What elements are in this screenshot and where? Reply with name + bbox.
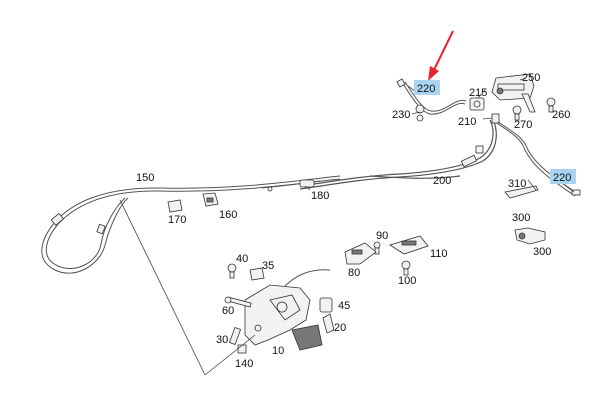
callout-30[interactable]: 30 bbox=[216, 334, 228, 346]
callout-250[interactable]: 250 bbox=[522, 72, 540, 84]
part-215 bbox=[469, 97, 485, 111]
callout-300-upper[interactable]: 300 bbox=[512, 212, 530, 224]
part-230 bbox=[415, 104, 425, 122]
cable-end-180 bbox=[267, 186, 273, 192]
bracket-250 bbox=[491, 73, 536, 113]
callout-170[interactable]: 170 bbox=[168, 214, 186, 226]
part-270 bbox=[512, 105, 522, 121]
cable-220-right bbox=[492, 119, 581, 197]
highlight-box-220-upper bbox=[414, 80, 440, 95]
part-100 bbox=[401, 260, 411, 276]
part-45 bbox=[319, 297, 333, 313]
callout-10[interactable]: 10 bbox=[272, 345, 284, 357]
callout-110[interactable]: 110 bbox=[430, 248, 448, 260]
callout-80[interactable]: 80 bbox=[348, 267, 360, 279]
cable-sleeve-150 bbox=[50, 212, 64, 226]
callout-150[interactable]: 150 bbox=[136, 172, 154, 184]
callout-220-right[interactable]: 220 bbox=[553, 172, 571, 184]
cable-end-220-upper bbox=[396, 78, 406, 88]
callout-215[interactable]: 215 bbox=[469, 87, 487, 99]
callout-200[interactable]: 200 bbox=[433, 175, 451, 187]
bracket-slot-250 bbox=[497, 83, 525, 91]
callout-100[interactable]: 100 bbox=[398, 275, 416, 287]
part-260 bbox=[546, 97, 556, 113]
part-110 bbox=[389, 235, 429, 255]
callout-310[interactable]: 310 bbox=[508, 178, 526, 190]
part-30 bbox=[228, 326, 242, 346]
callout-40[interactable]: 40 bbox=[236, 253, 248, 265]
part-140 bbox=[237, 344, 247, 354]
part-160 bbox=[202, 192, 219, 207]
part-40 bbox=[227, 263, 237, 279]
callout-20[interactable]: 20 bbox=[334, 322, 346, 334]
parking-brake-pedal-assembly bbox=[244, 269, 331, 351]
callout-270[interactable]: 270 bbox=[514, 119, 532, 131]
part-310 bbox=[504, 179, 539, 199]
callout-60[interactable]: 60 bbox=[222, 305, 234, 317]
callout-140[interactable]: 140 bbox=[235, 358, 253, 370]
callout-260[interactable]: 260 bbox=[552, 109, 570, 121]
part-20 bbox=[322, 313, 335, 334]
part-80 bbox=[344, 242, 377, 265]
cable-180 bbox=[261, 179, 321, 192]
callout-210[interactable]: 210 bbox=[458, 116, 476, 128]
callout-90[interactable]: 90 bbox=[376, 230, 388, 242]
callout-45[interactable]: 45 bbox=[338, 300, 350, 312]
highlight-box-220-right bbox=[550, 169, 576, 184]
cable-sleeve-200 bbox=[475, 145, 484, 154]
callout-180[interactable]: 180 bbox=[311, 190, 329, 202]
callout-220-upper[interactable]: 220 bbox=[417, 83, 435, 95]
cable-clip-150 bbox=[96, 223, 106, 235]
cable-200 bbox=[299, 119, 497, 190]
leader-line-150 bbox=[119, 199, 256, 376]
part-300-bracket bbox=[514, 227, 546, 245]
cable-connector-180 bbox=[299, 179, 315, 188]
cable-150 bbox=[41, 175, 341, 274]
cable-220-upper bbox=[396, 78, 467, 115]
part-60 bbox=[224, 296, 252, 308]
red-pointer-arrow bbox=[428, 30, 454, 81]
callout-35[interactable]: 35 bbox=[262, 260, 274, 272]
cable-bracket-200 bbox=[460, 154, 478, 168]
part-210 bbox=[482, 113, 500, 124]
part-170 bbox=[167, 199, 183, 213]
callout-300-lower[interactable]: 300 bbox=[533, 246, 551, 258]
callout-160[interactable]: 160 bbox=[219, 209, 237, 221]
cable-end-220-right bbox=[571, 189, 581, 196]
part-35 bbox=[249, 267, 265, 281]
callout-230[interactable]: 230 bbox=[392, 109, 410, 121]
